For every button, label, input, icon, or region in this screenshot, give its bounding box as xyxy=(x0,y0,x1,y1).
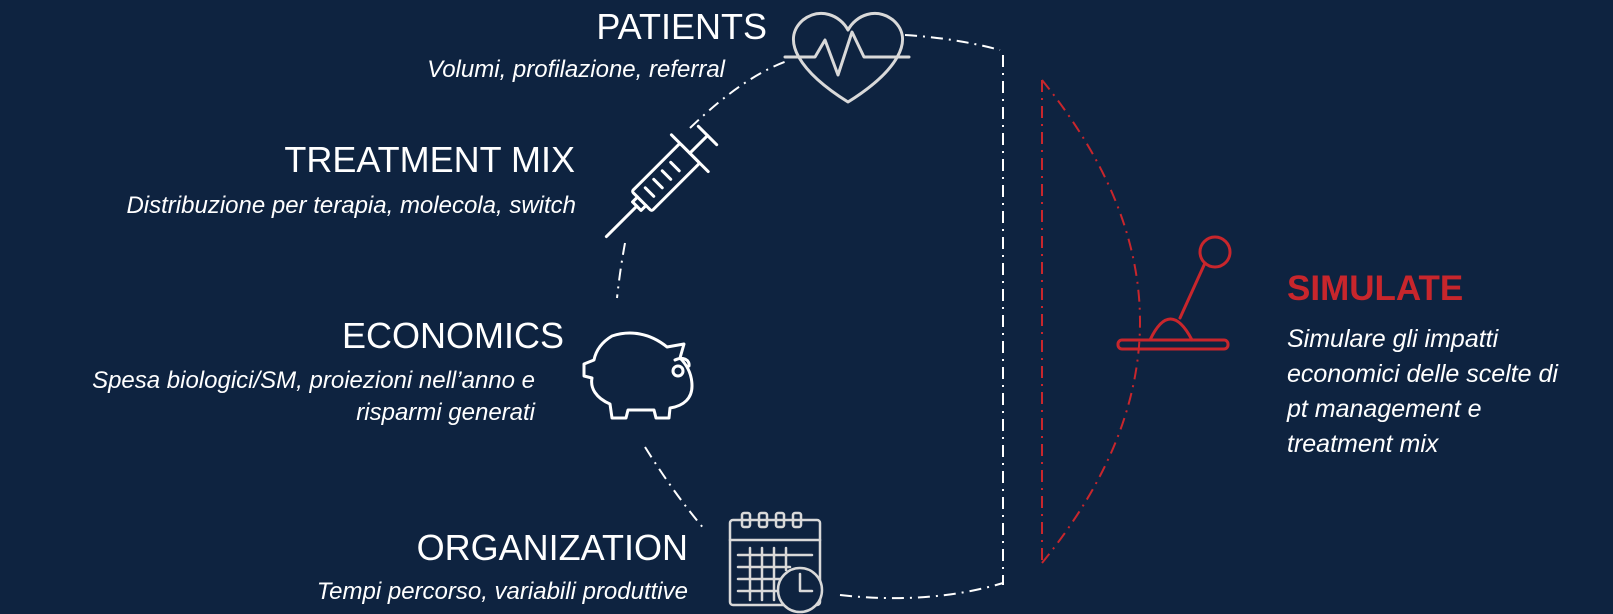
simulate-half-circle xyxy=(1041,79,1141,564)
simulate-line-4: treatment mix xyxy=(1287,430,1439,458)
organization-title: ORGANIZATION xyxy=(416,527,688,568)
connector-lines xyxy=(616,34,1004,600)
simulate-line-3: pt management e xyxy=(1287,395,1482,423)
piggy-bank-icon xyxy=(582,331,694,420)
connector-arc-left xyxy=(616,242,626,299)
organization-subtitle: Tempi percorso, variabili produttive xyxy=(316,578,688,605)
economics-subtitle-line-2: risparmi generati xyxy=(356,399,535,426)
heartbeat-icon xyxy=(783,12,911,104)
connector-arc-top-right xyxy=(904,34,1001,51)
treatment-mix-subtitle: Distribuzione per terapia, molecola, swi… xyxy=(126,192,576,219)
connector-arc-bottom xyxy=(839,582,1004,600)
connector-arc-top xyxy=(689,59,791,129)
simulate-line-1: Simulare gli impatti xyxy=(1287,325,1499,353)
simulate-title: SIMULATE xyxy=(1287,269,1464,308)
simulate-line-2: economici delle scelte di xyxy=(1287,360,1558,388)
joystick-icon xyxy=(1116,235,1232,351)
treatment-mix-title: TREATMENT MIX xyxy=(284,139,575,180)
economics-subtitle-line-1: Spesa biologici/SM, proiezioni nell’anno… xyxy=(92,367,535,394)
syringe-icon xyxy=(604,124,719,239)
half-circle-arc xyxy=(1041,79,1141,564)
calendar-clock-icon xyxy=(728,511,824,614)
economics-title: ECONOMICS xyxy=(341,315,564,356)
connector-arc-bottom-left xyxy=(644,446,706,531)
patients-title: PATIENTS xyxy=(596,6,767,47)
patients-subtitle: Volumi, profilazione, referral xyxy=(427,56,725,83)
